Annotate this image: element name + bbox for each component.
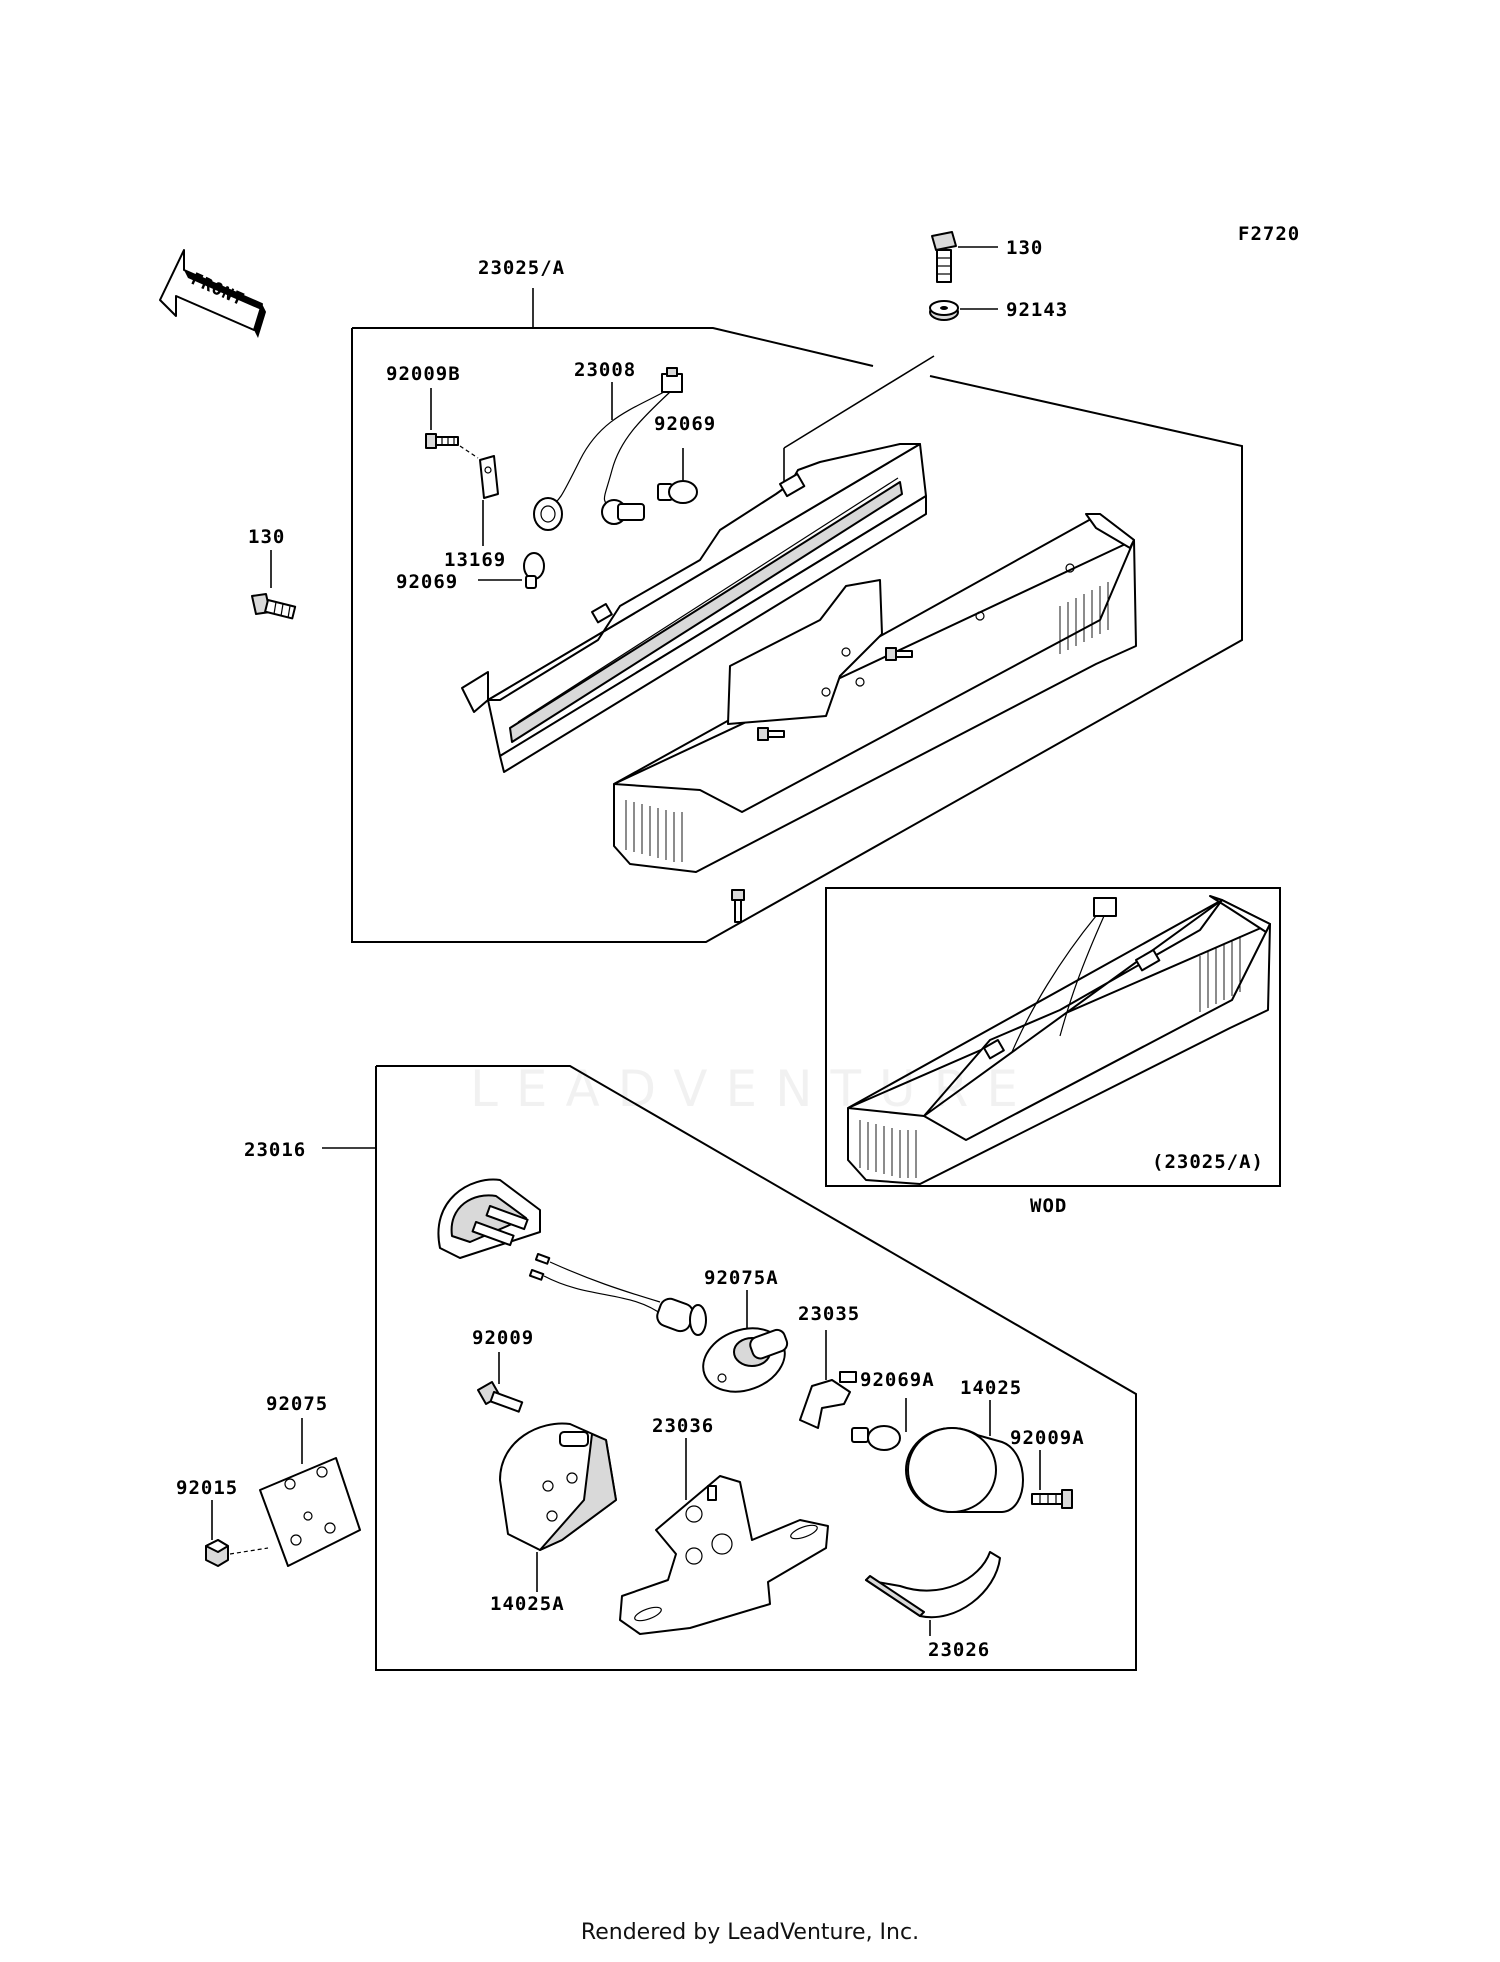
- upper-assembly-frame: [352, 327, 874, 367]
- label-13169: 13169: [444, 549, 506, 571]
- lens-cap-14025: [905, 1427, 1024, 1513]
- bulb-92069-upper: [657, 480, 698, 504]
- license-lamp-housing: [437, 1178, 541, 1259]
- label-92069-b: 92069: [396, 571, 458, 593]
- label-92075: 92075: [266, 1393, 328, 1415]
- plate-13169: [479, 455, 499, 499]
- socket-23035: [799, 1371, 857, 1429]
- label-92075a: 92075A: [704, 1267, 779, 1289]
- label-92069-a: 92069: [654, 413, 716, 435]
- label-92009: 92009: [472, 1327, 534, 1349]
- bolt-130-left: [251, 593, 297, 620]
- inset-caption: WOD: [1030, 1195, 1067, 1217]
- label-14025: 14025: [960, 1377, 1022, 1399]
- label-23035: 23035: [798, 1303, 860, 1325]
- label-23016: 23016: [244, 1139, 306, 1161]
- label-92009a: 92009A: [1010, 1427, 1085, 1449]
- lens-bracket: [727, 579, 883, 725]
- gasket-92075a: [702, 1327, 789, 1393]
- bracket-23036: [619, 1475, 829, 1635]
- label-92069a: 92069A: [860, 1369, 935, 1391]
- lamp-socket-wire: [528, 1253, 707, 1336]
- label-130-top: 130: [1006, 237, 1043, 259]
- label-23036: 23036: [652, 1415, 714, 1437]
- tail-lamp-housing: [461, 443, 927, 773]
- label-14025a: 14025A: [490, 1593, 565, 1615]
- harness-23008: [533, 367, 683, 531]
- footer-credit: Rendered by LeadVenture, Inc.: [580, 1920, 920, 1945]
- housing-14025a: [499, 1422, 617, 1551]
- screw-92009: [477, 1381, 524, 1413]
- shield-23026: [865, 1551, 1001, 1619]
- tail-lamp-lens: [613, 513, 1137, 873]
- nut-92015: [205, 1539, 229, 1567]
- bulb-92069a: [851, 1425, 901, 1451]
- lower-assembly-frame: [375, 1065, 1137, 1671]
- inset-wod-frame: [825, 887, 1281, 1187]
- bulb-92069-lower: [523, 552, 545, 589]
- front-arrow-icon: FRONT: [159, 249, 266, 338]
- label-130-left: 130: [248, 526, 285, 548]
- label-92143: 92143: [1006, 299, 1068, 321]
- screw-92009b: [425, 433, 459, 449]
- screw-92009a: [1031, 1489, 1073, 1509]
- label-92009b: 92009B: [386, 363, 461, 385]
- grommet-92143: [929, 300, 959, 321]
- small-screw-mid: [757, 727, 785, 741]
- small-screw-right: [885, 647, 913, 661]
- plate-92075: [259, 1457, 361, 1567]
- diagram-code: F2720: [1238, 223, 1300, 245]
- label-23026: 23026: [928, 1639, 990, 1661]
- label-23025a: 23025/A: [478, 257, 565, 279]
- label-23008: 23008: [574, 359, 636, 381]
- label-92015: 92015: [176, 1477, 238, 1499]
- inset-tail-lamp: [847, 895, 1271, 1185]
- small-screw-bottom: [731, 889, 745, 923]
- bolt-130-top: [931, 231, 957, 283]
- inset-ref-label: (23025/A): [1152, 1151, 1264, 1173]
